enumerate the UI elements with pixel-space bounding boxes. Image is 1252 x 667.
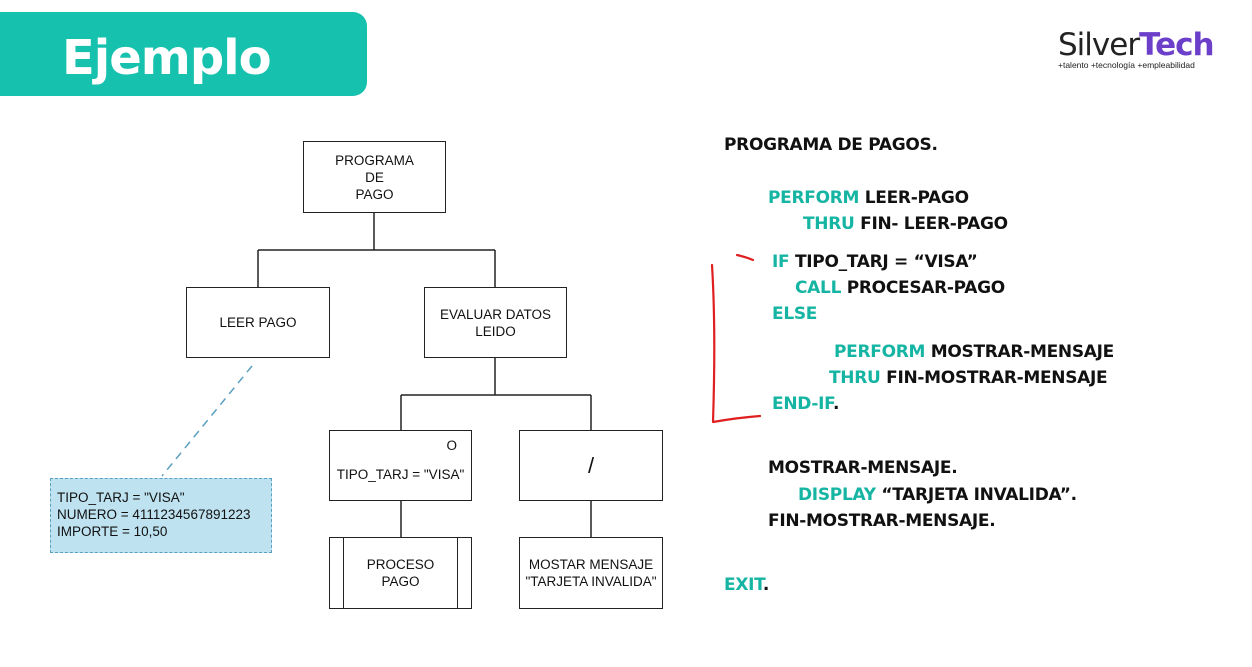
silvertech-logo: SilverTech +talento +tecnología +empleab… <box>1058 28 1228 78</box>
note-line: TIPO_TARJ = "VISA" <box>57 490 185 505</box>
keyword: PERFORM <box>834 342 926 362</box>
red-bracket-annotation <box>710 253 762 424</box>
code-thru-leer: THRU FIN- LEER-PAGO <box>803 214 1008 234</box>
keyword: IF <box>772 252 790 272</box>
logo-tagline: +talento +tecnología +empleabilidad <box>1058 60 1195 70</box>
condition-label: TIPO_TARJ = "VISA" <box>336 467 465 482</box>
code-perform-mostrar: PERFORM MOSTRAR-MENSAJE <box>834 342 1114 362</box>
code-perform-leer: PERFORM LEER-PAGO <box>768 188 969 208</box>
data-note: TIPO_TARJ = "VISA" NUMERO = 411123456789… <box>50 478 272 553</box>
code-fin-mostrar: FIN-MOSTRAR-MENSAJE. <box>768 511 996 531</box>
code-text: LEER-PAGO <box>859 188 969 208</box>
code-text: “TARJETA INVALIDA”. <box>875 485 1077 505</box>
code-text: . <box>832 394 840 414</box>
logo-wordmark: SilverTech <box>1058 28 1228 62</box>
code-display: DISPLAY “TARJETA INVALIDA”. <box>798 485 1077 505</box>
code-else: ELSE <box>772 304 817 324</box>
code-end-if: END-IF. <box>772 394 839 414</box>
code-if: IF TIPO_TARJ = “VISA” <box>772 252 978 272</box>
keyword: THRU <box>803 214 855 234</box>
page-title: Ejemplo <box>62 30 272 86</box>
code-text: PROCESAR-PAGO <box>841 278 1006 298</box>
code-text: . <box>762 575 770 595</box>
code-text: MOSTRAR-MENSAJE <box>925 342 1115 362</box>
logo-word-tech: Tech <box>1139 27 1214 63</box>
code-thru-mostrar: THRU FIN-MOSTRAR-MENSAJE <box>829 368 1108 388</box>
keyword: ELSE <box>772 304 818 324</box>
keyword: END-IF <box>772 394 833 414</box>
code-mostrar-mensaje: MOSTRAR-MENSAJE. <box>768 458 958 478</box>
box-proceso-pago: PROCESO PAGO <box>329 537 472 609</box>
code-program-title: PROGRAMA DE PAGOS. <box>724 135 938 155</box>
code-exit: EXIT. <box>724 575 769 595</box>
box-programa-de-pago: PROGRAMA DE PAGO <box>303 141 446 213</box>
condition-marker: O <box>446 438 457 453</box>
box-leer-pago: LEER PAGO <box>186 287 330 358</box>
note-line: NUMERO = 4111234567891223 <box>57 507 251 522</box>
title-banner: Ejemplo <box>0 12 367 96</box>
code-text: TIPO_TARJ = “VISA” <box>789 252 978 272</box>
box-mostar-mensaje: MOSTAR MENSAJE "TARJETA INVALIDA" <box>519 537 663 609</box>
code-text: FIN-MOSTRAR-MENSAJE <box>880 368 1108 388</box>
keyword: THRU <box>829 368 881 388</box>
keyword: EXIT <box>724 575 763 595</box>
keyword: CALL <box>795 278 842 298</box>
keyword: PERFORM <box>768 188 860 208</box>
box-evaluar-datos: EVALUAR DATOS LEIDO <box>424 287 567 358</box>
code-text: FIN- LEER-PAGO <box>854 214 1008 234</box>
note-line: IMPORTE = 10,50 <box>57 524 168 539</box>
box-tipo-tarj-condition: O TIPO_TARJ = "VISA" <box>329 430 472 501</box>
keyword: DISPLAY <box>798 485 876 505</box>
box-else-branch: / <box>519 430 663 501</box>
code-call: CALL PROCESAR-PAGO <box>795 278 1005 298</box>
note-dashed-link <box>161 365 253 477</box>
logo-word-silver: Silver <box>1058 27 1140 63</box>
